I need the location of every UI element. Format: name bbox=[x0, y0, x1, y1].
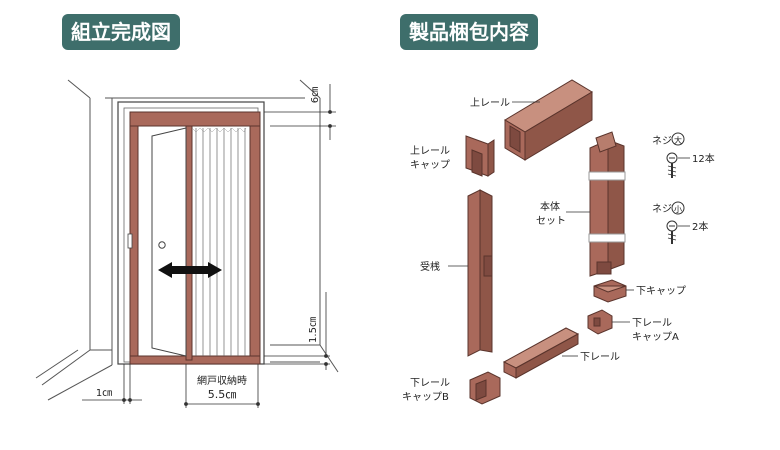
dim-left-gap-label: 1㎝ bbox=[96, 388, 112, 399]
lower-rail-cap-b-label-1: 下レール bbox=[410, 378, 450, 389]
screw-small-label: ネジ bbox=[652, 203, 672, 215]
upper-rail-label: 上レール bbox=[470, 97, 510, 109]
screw-small-qty: 2本 bbox=[692, 220, 708, 233]
body-set bbox=[588, 131, 626, 277]
screw-small bbox=[666, 201, 685, 244]
upper-rail bbox=[504, 79, 593, 161]
body-set-label-1: 本体 bbox=[540, 200, 560, 213]
assembly-diagram-title: 組立完成図 bbox=[62, 14, 180, 50]
upper-rail-cap-label-1: 上レール bbox=[410, 145, 450, 157]
lower-rail-label: 下レール bbox=[580, 352, 620, 363]
dim-top bbox=[264, 84, 336, 140]
upper-rail-cap bbox=[465, 135, 495, 177]
header-rail bbox=[129, 111, 261, 127]
body-set-label-2: セット bbox=[536, 215, 566, 227]
package-contents: 上レール 上レール キャップ 受桟 本体 セット bbox=[402, 79, 715, 405]
lower-cap-label: 下キャップ bbox=[636, 285, 686, 297]
screw-large bbox=[666, 132, 685, 178]
lower-rail bbox=[502, 327, 580, 379]
screw-large-mark: 大 bbox=[674, 135, 682, 145]
door-knob bbox=[158, 241, 166, 249]
mesh-bar bbox=[185, 125, 193, 361]
screw-large-qty: 12本 bbox=[692, 152, 715, 165]
door-leaf bbox=[151, 127, 187, 357]
slide-arrow bbox=[158, 262, 222, 278]
screw-small-mark: 小 bbox=[674, 205, 682, 214]
pleat-tops bbox=[191, 127, 247, 133]
lower-rail-cap-a-label-1: 下レール bbox=[632, 318, 672, 329]
dim-bottom-right-label: 1.5㎝ bbox=[308, 317, 319, 343]
pleated-screen bbox=[195, 128, 246, 356]
lower-rail-cap-a bbox=[587, 309, 613, 335]
storage-label: 網戸収納時 bbox=[197, 374, 247, 387]
package-contents-title: 製品梱包内容 bbox=[400, 14, 538, 50]
receiver-part bbox=[467, 189, 493, 357]
lower-rail-cap-a-label-2: キャップA bbox=[632, 331, 679, 343]
room-walls bbox=[35, 79, 339, 401]
assembly-drawing: 6㎝ 1.5㎝ 1㎝ 網戸収納時 5.5㎝ bbox=[35, 79, 339, 408]
door-latch bbox=[127, 233, 133, 249]
dim-top-label: 6㎝ bbox=[310, 87, 321, 103]
lower-rail-cap-b bbox=[469, 371, 501, 405]
receiver-label: 受桟 bbox=[420, 260, 440, 273]
lower-rail-cap-b-label-2: キャップB bbox=[402, 391, 449, 403]
lower-cap bbox=[593, 279, 627, 303]
dim-storage bbox=[184, 364, 260, 408]
upper-rail-cap-label-2: キャップ bbox=[410, 159, 450, 171]
body-post bbox=[249, 125, 261, 363]
screw-large-label: ネジ bbox=[652, 135, 672, 147]
dim-bottom-right bbox=[264, 292, 330, 370]
storage-dim-label: 5.5㎝ bbox=[208, 388, 237, 401]
bottom-rail bbox=[129, 355, 261, 365]
dim-left-gap bbox=[82, 364, 142, 404]
